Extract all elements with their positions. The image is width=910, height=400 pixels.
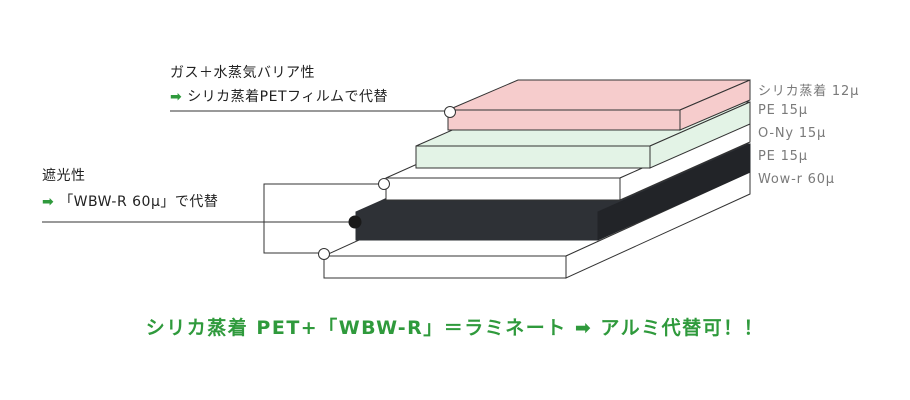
layer-label-pe-lower: PE 15μ xyxy=(758,149,808,164)
callout-left xyxy=(42,183,380,254)
layer-label-wow-r: Wow-r 60μ xyxy=(758,172,835,187)
marker-wow-r xyxy=(318,248,330,260)
left-note-heading: 遮光性 xyxy=(42,168,86,184)
top-note-detail: ➡ シリカ蒸着PETフィルムで代替 xyxy=(170,86,388,106)
left-note-detail: ➡ 「WBW-R 60μ」で代替 xyxy=(42,191,218,211)
arrow-right-icon: ➡ xyxy=(42,194,55,210)
marker-dark-layer xyxy=(348,215,362,229)
layer-silica-pet xyxy=(447,79,751,131)
top-note-text: シリカ蒸着PETフィルムで代替 xyxy=(187,89,388,105)
layer-label-pe-upper: PE 15μ xyxy=(758,103,808,118)
left-note-text: 「WBW-R 60μ」で代替 xyxy=(59,194,219,210)
layer-label-o-ny: O-Ny 15μ xyxy=(758,126,827,141)
marker-pe-lower xyxy=(378,178,390,190)
arrow-right-icon: ➡ xyxy=(170,89,183,105)
conclusion-text: シリカ蒸着 PET+「WBW-R」＝ラミネート ➡ アルミ代替可！！ xyxy=(145,317,765,339)
marker-silica-pet xyxy=(444,106,456,118)
layer-label-silica: シリカ蒸着 12μ xyxy=(758,84,860,99)
top-note-heading: ガス＋水蒸気バリア性 xyxy=(170,65,315,81)
